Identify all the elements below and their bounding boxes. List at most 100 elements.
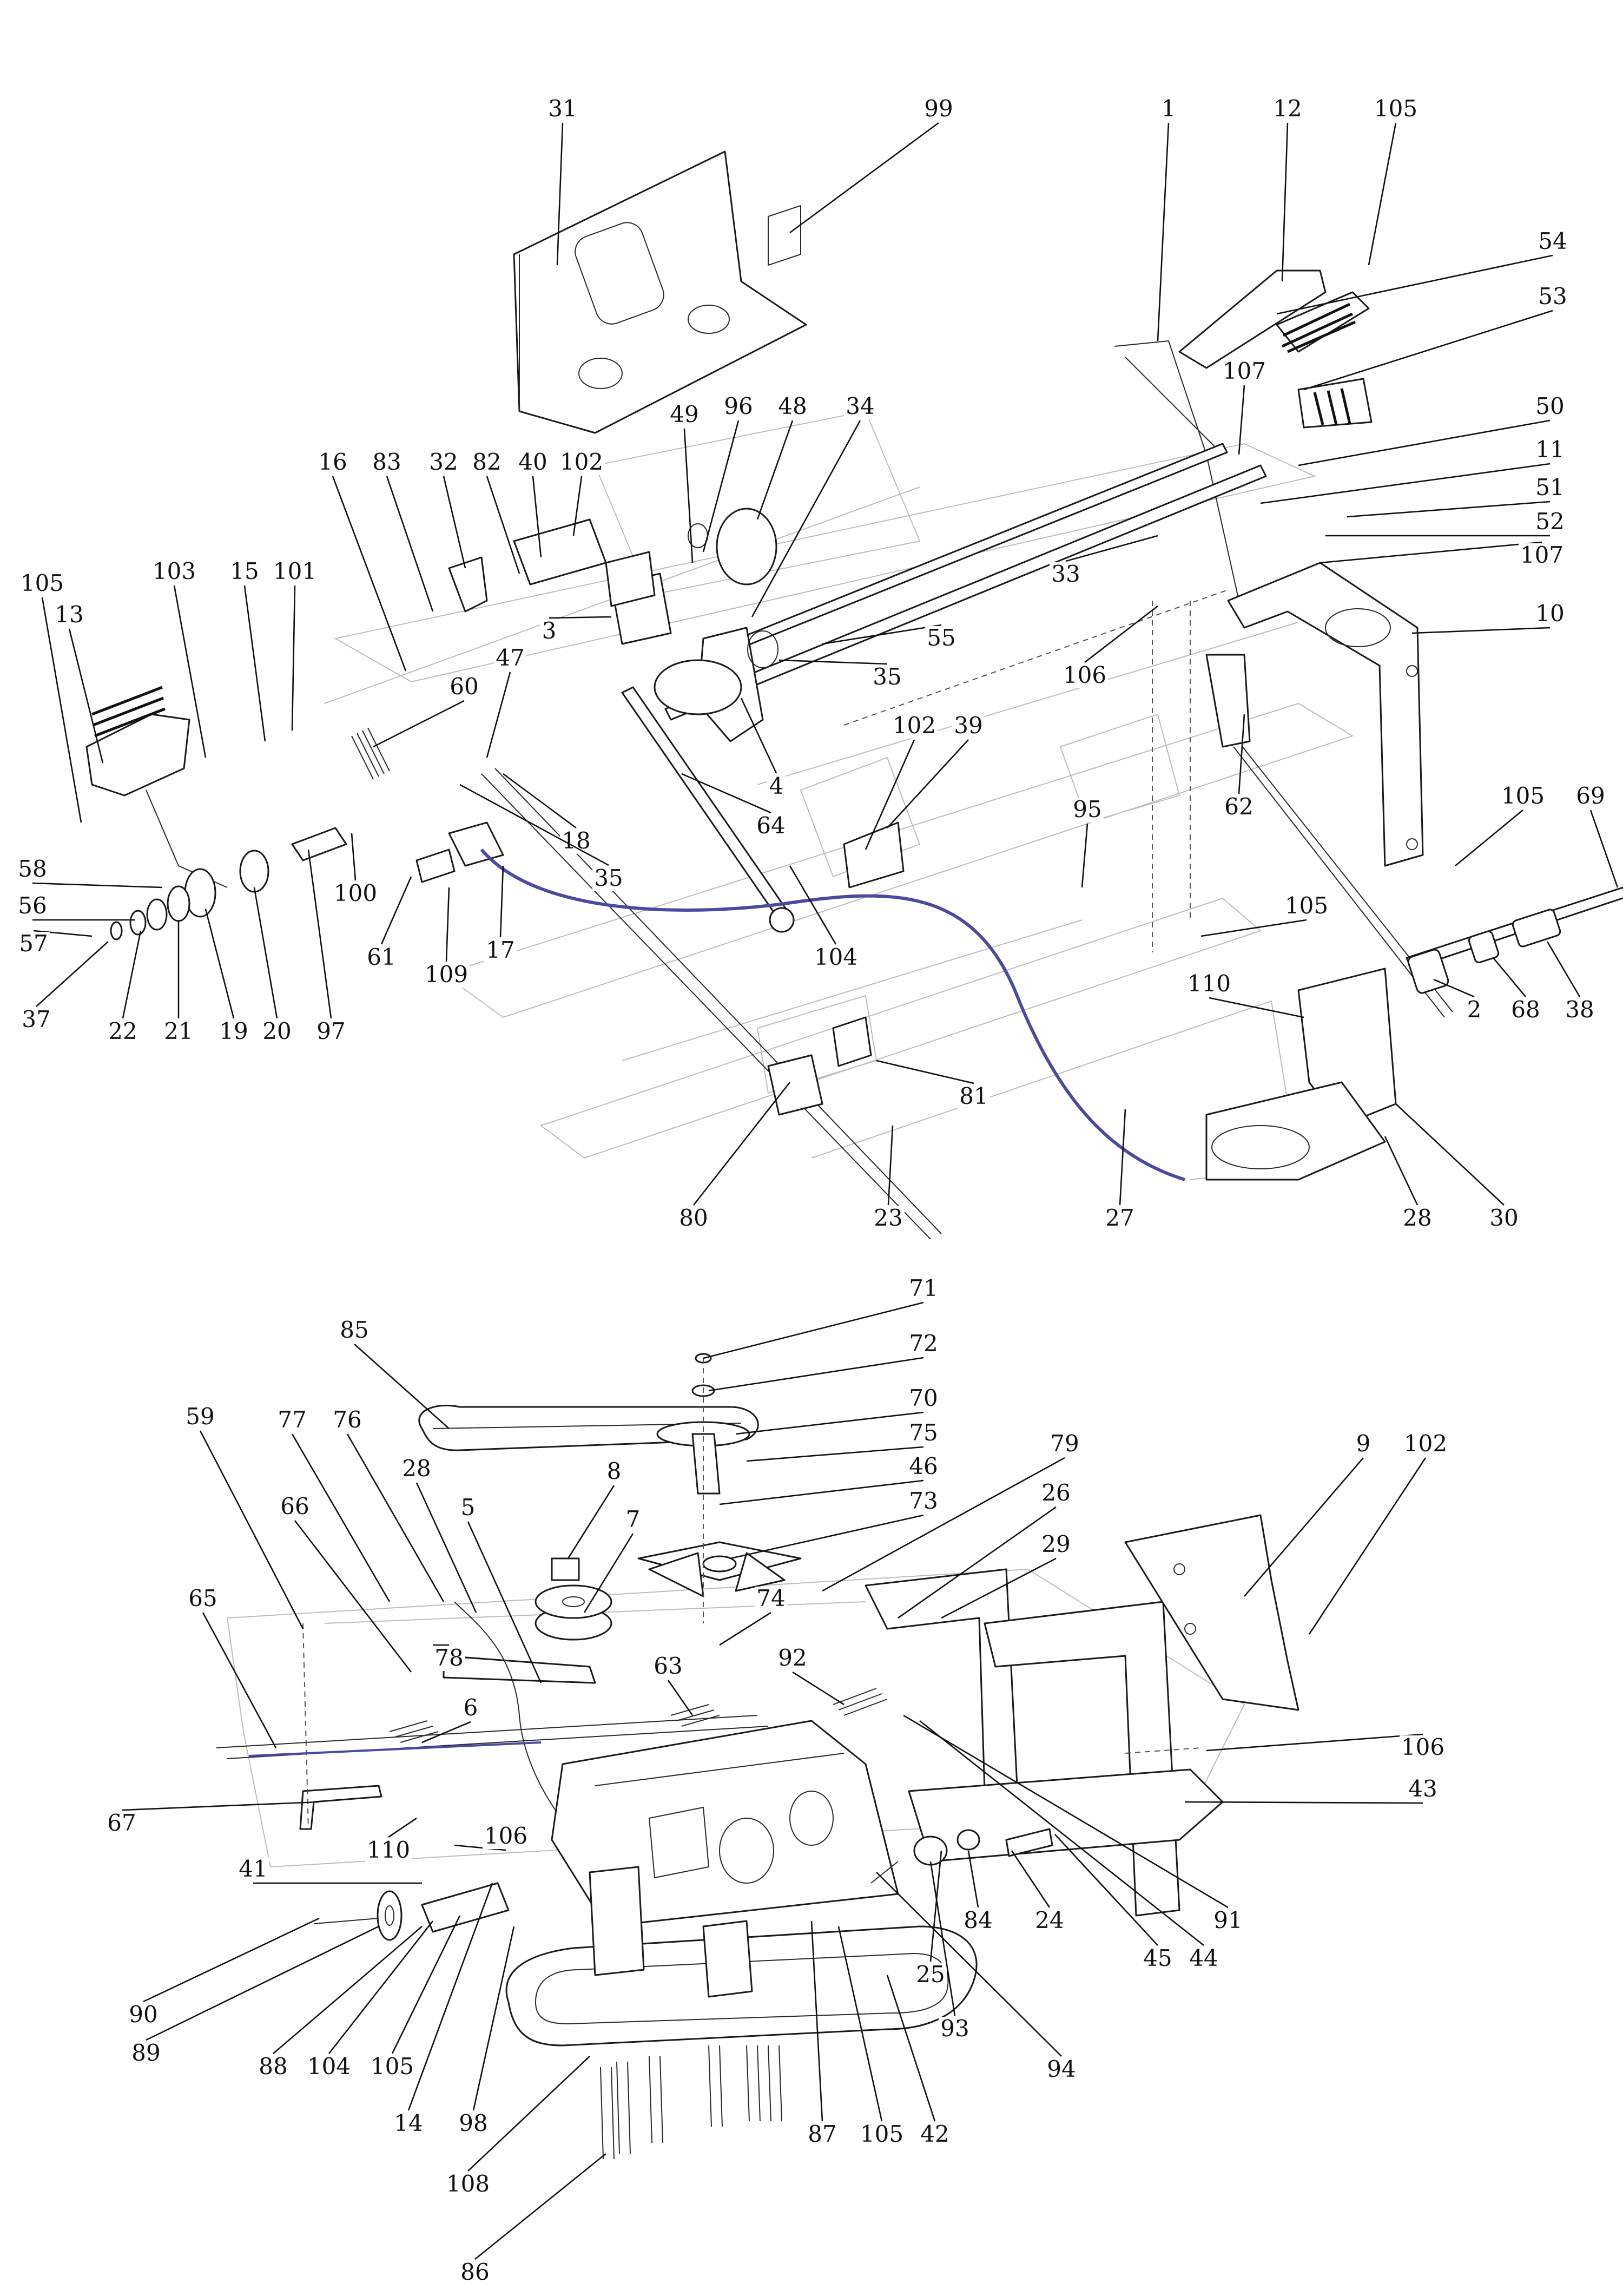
callout-29: 29	[941, 1531, 1072, 1619]
callout-backdrop	[755, 1587, 787, 1611]
callout-number: 65	[188, 1585, 217, 1611]
callout-109: 109	[423, 887, 470, 988]
callout-backdrop	[1534, 602, 1566, 627]
leader-line	[1411, 627, 1551, 634]
leader-line	[486, 672, 511, 758]
callout-backdrop	[459, 1496, 477, 1521]
callout-53: 53	[1303, 283, 1569, 391]
callout-95: 95	[1071, 796, 1104, 888]
callout-number: 46	[909, 1453, 938, 1479]
callout-110: 110	[1186, 970, 1304, 1018]
callout-number: 88	[259, 2053, 287, 2080]
callout-24: 24	[1011, 1850, 1066, 1933]
callout-backdrop	[1045, 2057, 1078, 2082]
callout-backdrop	[1104, 1206, 1136, 1231]
leader-line	[1384, 1136, 1419, 1206]
callout-backdrop	[767, 774, 786, 799]
callout-90: 90	[127, 1917, 320, 2028]
callout-68: 68	[1493, 957, 1542, 1023]
callout-48: 48	[756, 393, 809, 520]
callout-backdrop	[1534, 510, 1566, 535]
callout-backdrop	[276, 1408, 308, 1433]
callout-number: 3	[542, 617, 557, 644]
leader-line	[202, 1612, 277, 1748]
clamp-80-81	[767, 1016, 872, 1116]
callout-number: 37	[22, 1006, 50, 1032]
callout-backdrop	[257, 2055, 289, 2080]
leader-line	[702, 420, 740, 552]
callout-55: 55	[822, 624, 958, 651]
callout-backdrop	[1040, 1532, 1072, 1557]
callout-backdrop	[1519, 543, 1565, 568]
callout-69: 69	[1574, 782, 1619, 888]
callout-40: 40	[517, 449, 549, 558]
callout-backdrop	[53, 603, 85, 628]
callout-number: 9	[1356, 1430, 1371, 1457]
leader-line	[1200, 919, 1307, 937]
mounting-bolts	[600, 2045, 782, 2160]
callout-number: 102	[1404, 1430, 1447, 1457]
leader-line	[886, 1975, 936, 2122]
callout-number: 5	[461, 1494, 476, 1521]
callout-105: 105	[837, 1926, 905, 2147]
callout-83: 83	[371, 449, 434, 612]
callout-backdrop	[1536, 229, 1569, 254]
callout-number: 55	[927, 624, 955, 651]
callout-number: 74	[756, 1585, 785, 1611]
callout-number: 17	[486, 937, 514, 963]
leader-line	[683, 428, 694, 563]
leader-line	[143, 1917, 320, 2003]
leader-line	[503, 773, 577, 829]
callout-number: 20	[262, 1018, 291, 1044]
callout-22: 22	[107, 930, 142, 1044]
callout-number: 59	[186, 1403, 214, 1430]
callout-backdrop	[127, 2003, 160, 2028]
callout-34: 34	[751, 393, 876, 617]
leader-line	[532, 476, 542, 558]
callout-52: 52	[1325, 508, 1566, 537]
callout-backdrop	[228, 560, 261, 584]
leader-line	[32, 882, 163, 889]
callout-backdrop	[237, 1857, 269, 1882]
callout-74: 74	[719, 1585, 787, 1646]
leader-line	[1157, 122, 1170, 341]
callout-backdrop	[494, 646, 526, 671]
callout-number: 50	[1535, 393, 1564, 419]
leader-line	[919, 1720, 1204, 1946]
callout-number: 105	[860, 2121, 903, 2147]
leader-line	[199, 1430, 304, 1629]
callout-number: 83	[372, 449, 401, 475]
callout-backdrop	[1563, 998, 1596, 1023]
callout-number: 104	[814, 944, 857, 970]
leader-line	[291, 1433, 391, 1602]
leader-line	[273, 1926, 423, 2054]
callout-26: 26	[898, 1479, 1072, 1619]
callout-backdrop	[952, 714, 985, 739]
callout-backdrop	[1223, 795, 1255, 820]
callout-backdrop	[919, 2122, 951, 2147]
callout-number: 25	[916, 1961, 945, 1988]
callout-number: 110	[367, 1837, 410, 1863]
callout-backdrop	[1354, 1432, 1373, 1457]
callout-number: 12	[1273, 95, 1302, 122]
callout-number: 81	[959, 1083, 988, 1109]
callout-77: 77	[276, 1406, 391, 1602]
callout-backdrop	[722, 394, 755, 419]
leader-line	[703, 1301, 924, 1359]
callout-number: 78	[434, 1644, 463, 1671]
leader-line	[253, 887, 278, 1019]
callout-8: 8	[567, 1458, 623, 1559]
leader-line	[735, 1411, 924, 1435]
leader-line	[421, 1721, 471, 1744]
callout-97: 97	[307, 849, 347, 1044]
callout-backdrop	[162, 1019, 195, 1044]
callout-number: 71	[909, 1275, 938, 1301]
leader-line	[929, 1850, 942, 1962]
callout-backdrop	[272, 560, 318, 584]
callout-57: 57	[17, 930, 93, 957]
callout-backdrop	[844, 394, 876, 419]
callout-number: 103	[153, 558, 196, 584]
leader-line	[1084, 605, 1158, 663]
callout-backdrop	[107, 1019, 139, 1044]
